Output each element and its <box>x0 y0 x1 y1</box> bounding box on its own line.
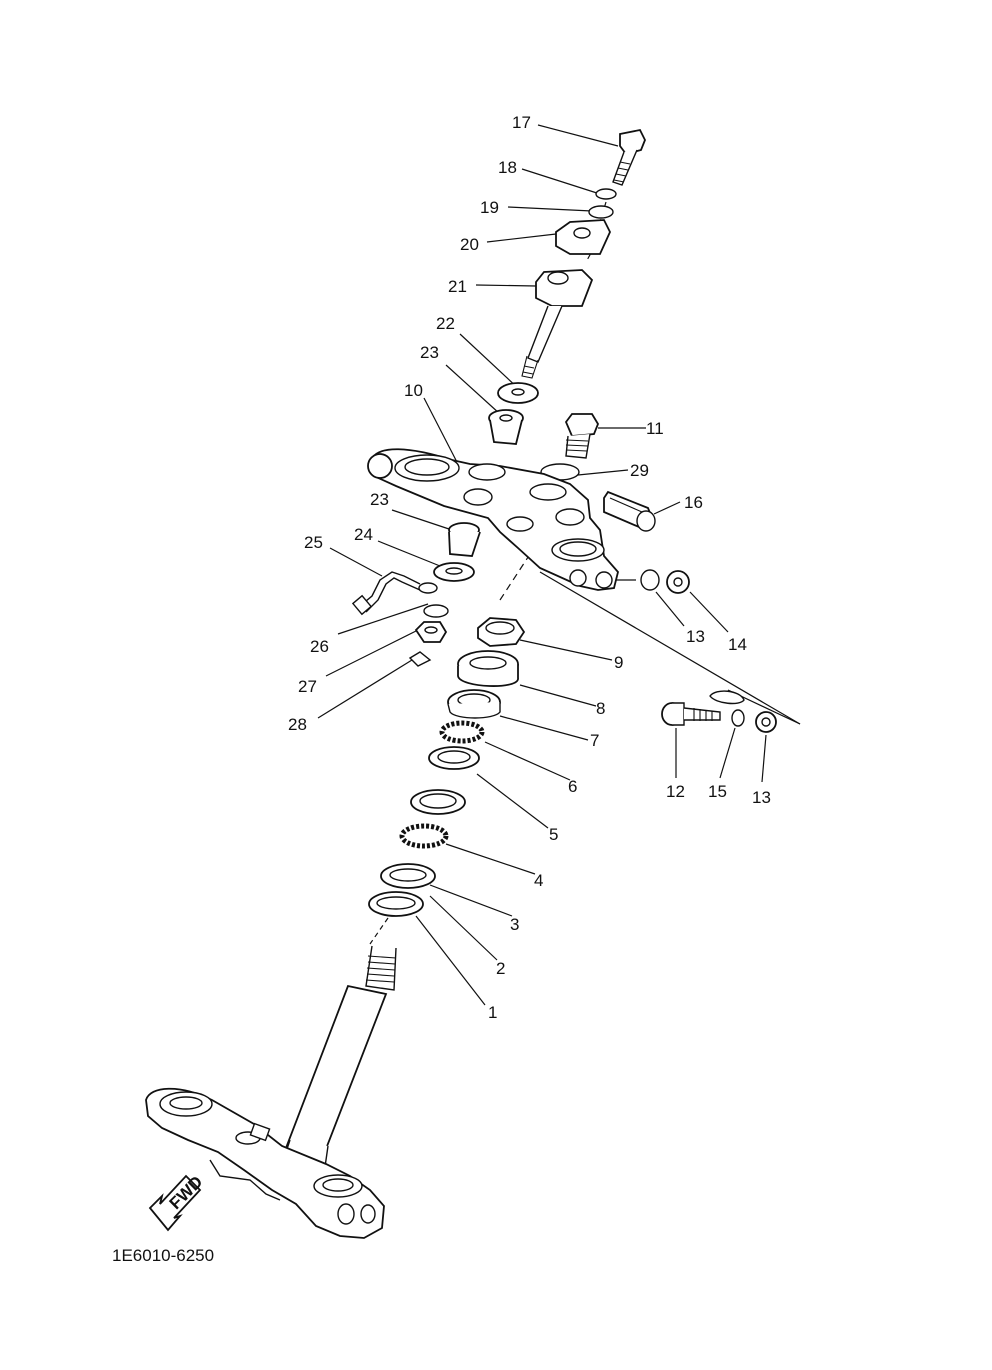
holder-20-shape <box>555 219 611 255</box>
label-part-28: 28 <box>288 715 307 734</box>
washer-13a-shape <box>640 569 660 591</box>
race-7-shape <box>447 689 501 719</box>
label-part-17: 17 <box>512 113 531 132</box>
washer-19-shape <box>588 205 614 219</box>
cable-25-shape <box>351 571 438 616</box>
fwd-label: FWD <box>166 1172 207 1213</box>
balls-3-shape <box>399 823 449 849</box>
damper-23-upper-shape <box>488 409 524 445</box>
race-2-shape <box>380 863 436 889</box>
label-part-23b: 23 <box>370 490 389 509</box>
label-part-11: 11 <box>646 419 664 438</box>
seal-1-shape <box>368 891 424 917</box>
fwd-arrow <box>148 1174 202 1232</box>
label-part-24: 24 <box>354 525 373 544</box>
label-part-7: 7 <box>590 731 599 750</box>
leader-lines <box>317 124 801 1006</box>
label-part-1: 1 <box>488 1003 497 1022</box>
label-part-2: 2 <box>496 959 505 978</box>
bolt-11-shape <box>564 413 600 459</box>
label-part-22: 22 <box>436 314 455 333</box>
race-5-shape <box>428 746 480 770</box>
nut-27-shape <box>414 621 448 643</box>
washer-18-shape <box>595 188 617 200</box>
washer-26-shape <box>423 604 449 618</box>
bolt-17-shape <box>612 128 646 186</box>
reference-code: 1E6010-6250 <box>112 1246 214 1265</box>
label-part-26: 26 <box>310 637 329 656</box>
part-labels: 1 2 3 4 5 6 7 8 9 10 11 12 13 13 14 15 1… <box>288 113 771 1022</box>
washer-15-shape <box>731 709 745 727</box>
nut-9-shape <box>477 617 526 647</box>
label-part-16: 16 <box>684 493 703 512</box>
label-part-13a: 13 <box>686 627 705 646</box>
washer-8-shape <box>457 650 519 687</box>
label-part-9: 9 <box>614 653 623 672</box>
label-part-29: 29 <box>630 461 649 480</box>
washer-13b-shape <box>755 711 777 733</box>
damper-23-lower-shape <box>448 522 481 557</box>
holder-21-shape <box>521 269 594 379</box>
label-part-13b: 13 <box>752 788 771 807</box>
label-part-12: 12 <box>666 782 685 801</box>
balls-6-shape <box>439 720 485 744</box>
nut-14-hole <box>673 577 683 587</box>
pipe-16-shape <box>603 490 656 532</box>
pin-28-shape <box>408 651 432 667</box>
label-part-20: 20 <box>460 235 479 254</box>
label-part-21: 21 <box>448 277 467 296</box>
label-part-15: 15 <box>708 782 727 801</box>
label-part-23a: 23 <box>420 343 439 362</box>
label-part-25: 25 <box>304 533 323 552</box>
label-part-4: 4 <box>534 871 543 890</box>
label-part-10: 10 <box>404 381 423 400</box>
label-part-8: 8 <box>596 699 605 718</box>
label-part-6: 6 <box>568 777 577 796</box>
label-part-18: 18 <box>498 158 517 177</box>
race-4-shape <box>410 789 466 815</box>
washer-22-shape <box>497 382 539 404</box>
steering-stem-shape <box>145 945 397 1239</box>
upper-bracket-10-shape <box>367 448 619 591</box>
label-part-27: 27 <box>298 677 317 696</box>
bolt-12-shape <box>661 702 721 726</box>
label-part-5: 5 <box>549 825 558 844</box>
clip-shape <box>709 690 745 705</box>
label-part-19: 19 <box>480 198 499 217</box>
label-part-14: 14 <box>728 635 747 654</box>
washer-24-shape <box>433 562 475 582</box>
label-part-3: 3 <box>510 915 519 934</box>
